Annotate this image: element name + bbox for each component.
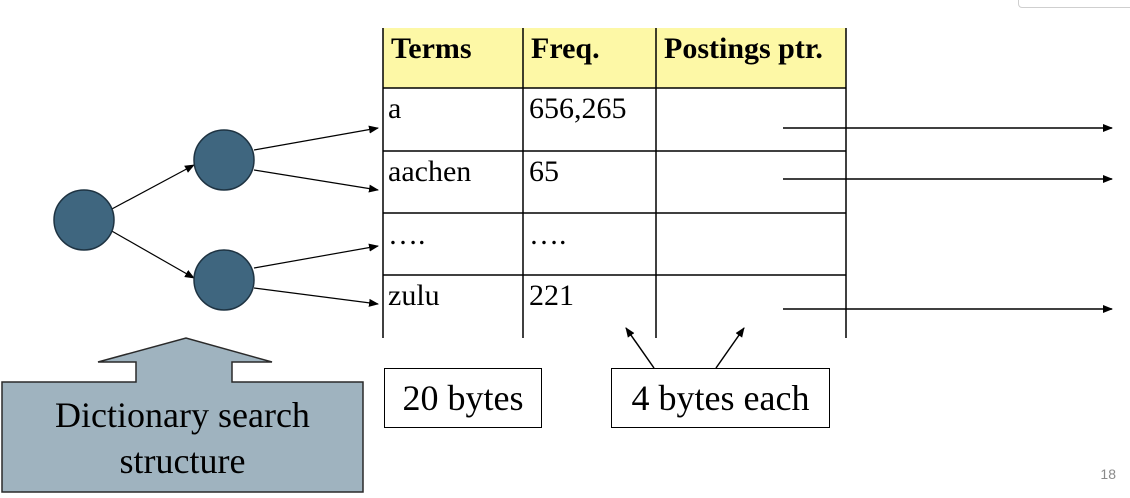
callout-shape [1,337,364,493]
row-zulu-term: zulu [388,279,440,312]
annotation-arrows [625,327,745,369]
row-aachen-term: aachen [388,155,472,188]
tree-edges [109,125,379,307]
tree-node-upper [193,129,255,191]
tree-nodes [53,129,255,311]
row-a-freq: 656,265 [529,92,627,125]
header-terms: Terms [391,32,472,65]
top-right-frame [1018,0,1130,8]
freq-size-arrow [625,327,655,369]
postings-arrows [783,124,1113,313]
header-freq: Freq. [531,32,600,65]
table-grid [382,28,847,338]
term-size-label: 20 bytes [384,368,542,428]
row-a-term: a [388,92,402,125]
pointer-size-label: 4 bytes each [611,368,830,428]
callout-label: Dictionary search structure [0,392,365,484]
page-number: 18 [1100,466,1116,482]
tree-node-lower [193,249,255,311]
callout-line-2: structure [119,441,246,481]
tree-node-root [53,189,115,251]
callout-line-1: Dictionary search [55,395,310,435]
header-postings: Postings ptr. [664,32,823,65]
row-ellipsis-term: …. [388,218,426,251]
row-ellipsis-freq: …. [529,218,567,251]
row-zulu-freq: 221 [529,279,574,312]
row-aachen-freq: 65 [529,155,559,188]
table-header-bg [383,28,846,88]
ptr-size-arrow [715,327,745,369]
